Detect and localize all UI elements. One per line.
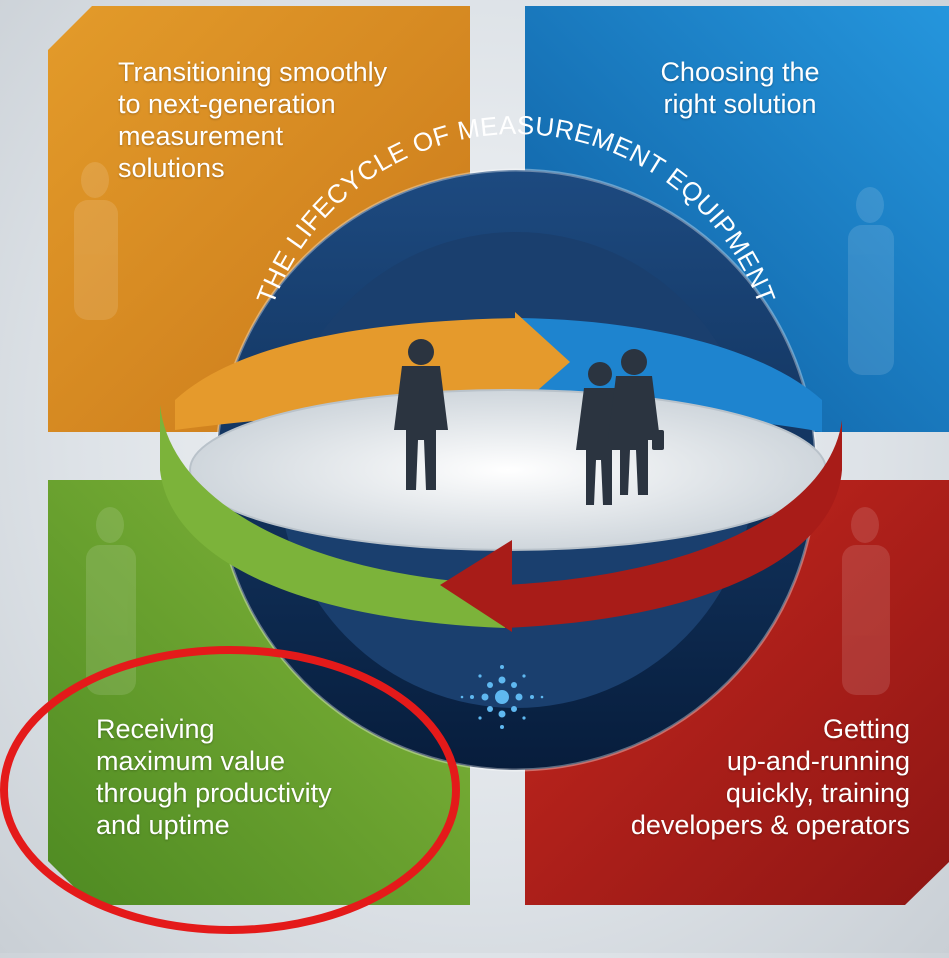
quadrant-text-top-right: Choosing the right solution [660,57,820,119]
quadrant-text-top-left: Transitioning smoothly to next-generatio… [118,57,388,183]
arrow-head-left [440,540,512,632]
starburst-logo-icon [460,665,544,729]
business-people-icon [394,339,664,505]
person-silhouettes-icon [74,162,894,695]
arrow-head-right [515,312,570,410]
arrow-red [505,420,842,628]
quadrant-text-bottom-right: Getting up-and-running quickly, training… [630,714,910,840]
quadrant-text-bottom-left: Receiving maximum value through producti… [96,714,332,840]
arrow-green [160,405,505,628]
platform-disk [190,390,826,550]
highlight-circle [0,646,460,934]
